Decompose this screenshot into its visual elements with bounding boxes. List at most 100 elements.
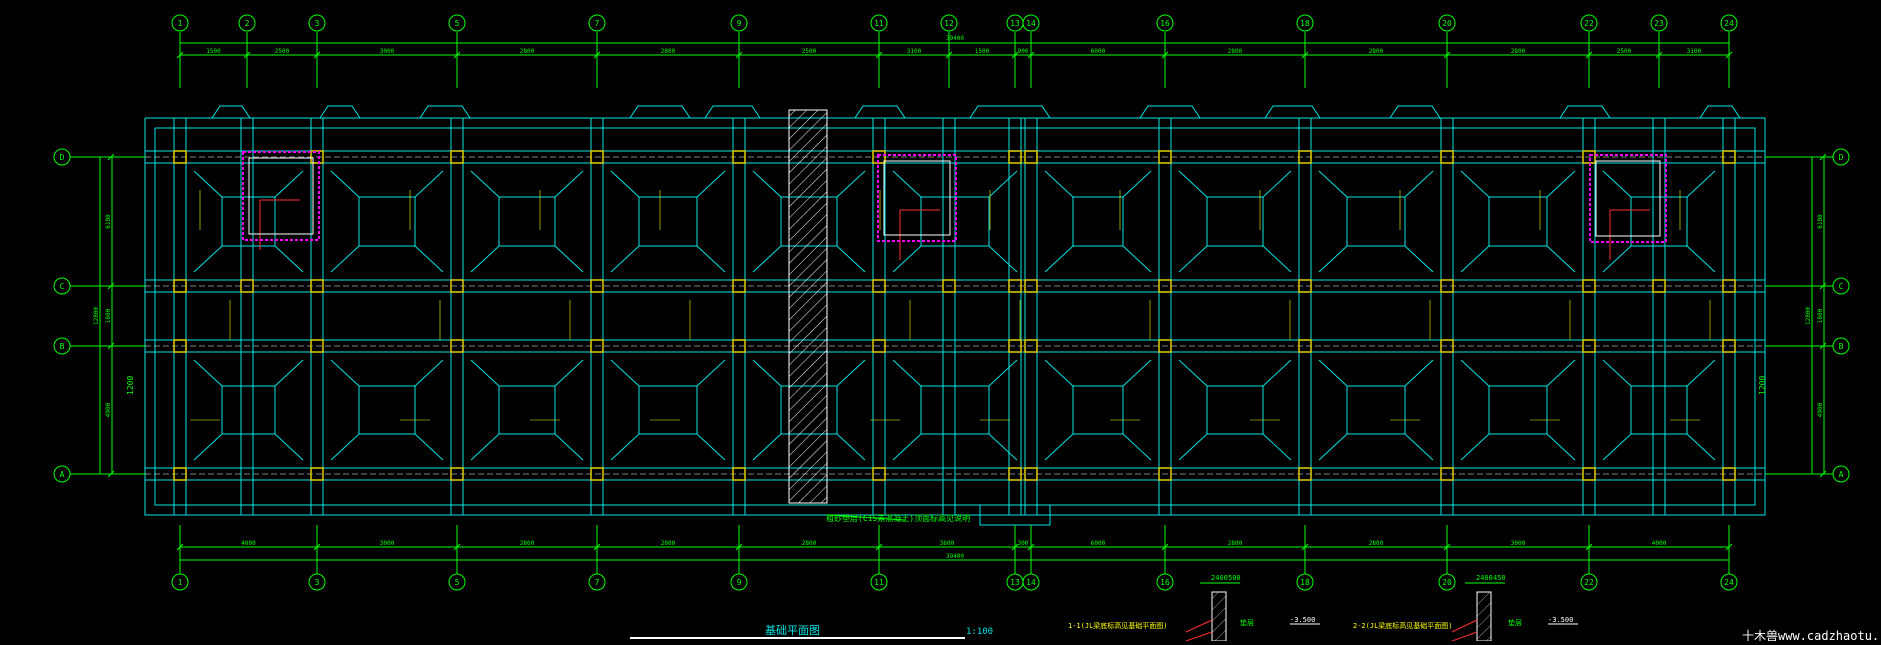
annotation-labels bbox=[190, 190, 1711, 421]
dim-vertical-segment: 4900 bbox=[105, 402, 112, 417]
axis-bubble-top bbox=[448, 14, 466, 32]
dim-top-segment: 2800 bbox=[520, 48, 535, 55]
axis-label-bottom: 1 bbox=[178, 578, 183, 587]
axis-label-top: 23 bbox=[1654, 19, 1664, 28]
foundation-outline bbox=[144, 105, 1766, 526]
axis-bubble-right bbox=[1832, 337, 1850, 355]
axis-label-bottom: 16 bbox=[1160, 578, 1170, 587]
dim-vertical-total: 12800 bbox=[93, 307, 100, 325]
column-marker bbox=[310, 339, 324, 353]
axis-label-right: D bbox=[1839, 153, 1844, 162]
dim-bottom-segment: 2800 bbox=[1228, 540, 1243, 547]
detail-1-width: 2400 bbox=[1211, 574, 1228, 582]
column-marker bbox=[1298, 339, 1312, 353]
column-marker bbox=[590, 150, 604, 164]
axis-bubble-bottom bbox=[588, 573, 606, 591]
column-marker bbox=[1440, 279, 1454, 293]
column-marker bbox=[310, 279, 324, 293]
dim-top-segment: 2500 bbox=[802, 48, 817, 55]
axis-bubble-bottom bbox=[448, 573, 466, 591]
detail-1-dim: 500 bbox=[1228, 574, 1241, 582]
dim-top-segment: 3000 bbox=[380, 48, 395, 55]
axis-label-bottom: 18 bbox=[1300, 578, 1310, 587]
column-marker bbox=[1582, 467, 1596, 481]
axis-bubble-top bbox=[1650, 14, 1668, 32]
drawing-title: 基础平面图 bbox=[765, 624, 820, 637]
column-marker bbox=[732, 467, 746, 481]
axis-label-top: 13 bbox=[1010, 19, 1020, 28]
detail-2-tag: 垫层 bbox=[1508, 618, 1522, 627]
axis-bubble-bottom bbox=[171, 573, 189, 591]
column-marker bbox=[450, 150, 464, 164]
dim-vertical-segment: 6100 bbox=[105, 214, 112, 229]
detail-2-title: 2-2(JL梁底标高见基础平面图) bbox=[1353, 621, 1453, 630]
detail-2-level: -3.500 bbox=[1548, 616, 1573, 624]
column-marker bbox=[590, 279, 604, 293]
axis-bubble-top bbox=[1580, 14, 1598, 32]
dim-top-segment: 2800 bbox=[1369, 48, 1384, 55]
axis-bubble-top bbox=[1156, 14, 1174, 32]
column-marker bbox=[1652, 279, 1666, 293]
column-marker bbox=[732, 339, 746, 353]
detail-1-level: -3.500 bbox=[1290, 616, 1315, 624]
axis-bubble-top bbox=[588, 14, 606, 32]
column-marker bbox=[1722, 279, 1736, 293]
axis-label-top: 9 bbox=[737, 19, 742, 28]
axis-label-bottom: 24 bbox=[1724, 578, 1734, 587]
column-marker bbox=[1158, 467, 1172, 481]
axis-label-top: 14 bbox=[1026, 19, 1036, 28]
column-marker bbox=[1024, 339, 1038, 353]
column-marker bbox=[1008, 150, 1022, 164]
column-marker bbox=[1722, 150, 1736, 164]
dim-top-segment: 2800 bbox=[1228, 48, 1243, 55]
column-marker bbox=[1298, 279, 1312, 293]
axis-label-top: 12 bbox=[944, 19, 954, 28]
dim-top-segment: 2500 bbox=[275, 48, 290, 55]
column-marker bbox=[450, 279, 464, 293]
column-markers bbox=[173, 150, 1736, 481]
column-marker bbox=[1440, 150, 1454, 164]
axis-label-top: 1 bbox=[178, 19, 183, 28]
axis-bubble-bottom bbox=[1580, 573, 1598, 591]
axis-label-bottom: 3 bbox=[315, 578, 320, 587]
axis-label-bottom: 22 bbox=[1584, 578, 1594, 587]
axis-label-right: C bbox=[1839, 282, 1844, 291]
axis-bubble-top bbox=[1438, 14, 1456, 32]
dim-top-segment: 2800 bbox=[661, 48, 676, 55]
dim-bottom-segment: 2800 bbox=[520, 540, 535, 547]
column-marker bbox=[450, 467, 464, 481]
axis-bubble-bottom bbox=[1438, 573, 1456, 591]
dim-vertical-segment: 1800 bbox=[1817, 308, 1824, 323]
axis-bubble-top bbox=[940, 14, 958, 32]
column-marker bbox=[1008, 279, 1022, 293]
section-detail-2: 2-2(JL梁底标高见基础平面图) 2400 450 垫层 -3.500 bbox=[1353, 574, 1578, 642]
drawing-scale: 1:100 bbox=[966, 627, 993, 637]
column-marker bbox=[1158, 339, 1172, 353]
axis-bubble-left bbox=[53, 465, 71, 483]
column-marker bbox=[1298, 150, 1312, 164]
axis-bubble-top bbox=[1022, 14, 1040, 32]
column-marker bbox=[1158, 150, 1172, 164]
axis-bubble-left bbox=[53, 148, 71, 166]
dim-top-segment: 900 bbox=[1018, 48, 1029, 55]
dim-bottom-total: 39400 bbox=[946, 553, 964, 560]
axis-bubble-top bbox=[171, 14, 189, 32]
detail-1-tag: 垫层 bbox=[1240, 618, 1254, 627]
column-marker bbox=[1008, 339, 1022, 353]
axis-bubble-top bbox=[308, 14, 326, 32]
detail-2-width: 2400 bbox=[1476, 574, 1493, 582]
column-marker bbox=[173, 150, 187, 164]
axis-bubble-bottom bbox=[870, 573, 888, 591]
axis-bubble-right bbox=[1832, 277, 1850, 295]
dim-top-segment: 2800 bbox=[1511, 48, 1526, 55]
axis-bubble-bottom bbox=[730, 573, 748, 591]
axis-label-top: 11 bbox=[874, 19, 884, 28]
axis-label-bottom: 13 bbox=[1010, 578, 1020, 587]
axis-label-top: 7 bbox=[595, 19, 600, 28]
pit-box-inner bbox=[248, 157, 1661, 237]
detail-1-title: 1-1(JL梁底标高见基础平面图) bbox=[1068, 621, 1168, 630]
watermark: 十木兽www.cadzhaotu. bbox=[1742, 629, 1879, 641]
column-marker bbox=[590, 467, 604, 481]
column-marker bbox=[1024, 279, 1038, 293]
